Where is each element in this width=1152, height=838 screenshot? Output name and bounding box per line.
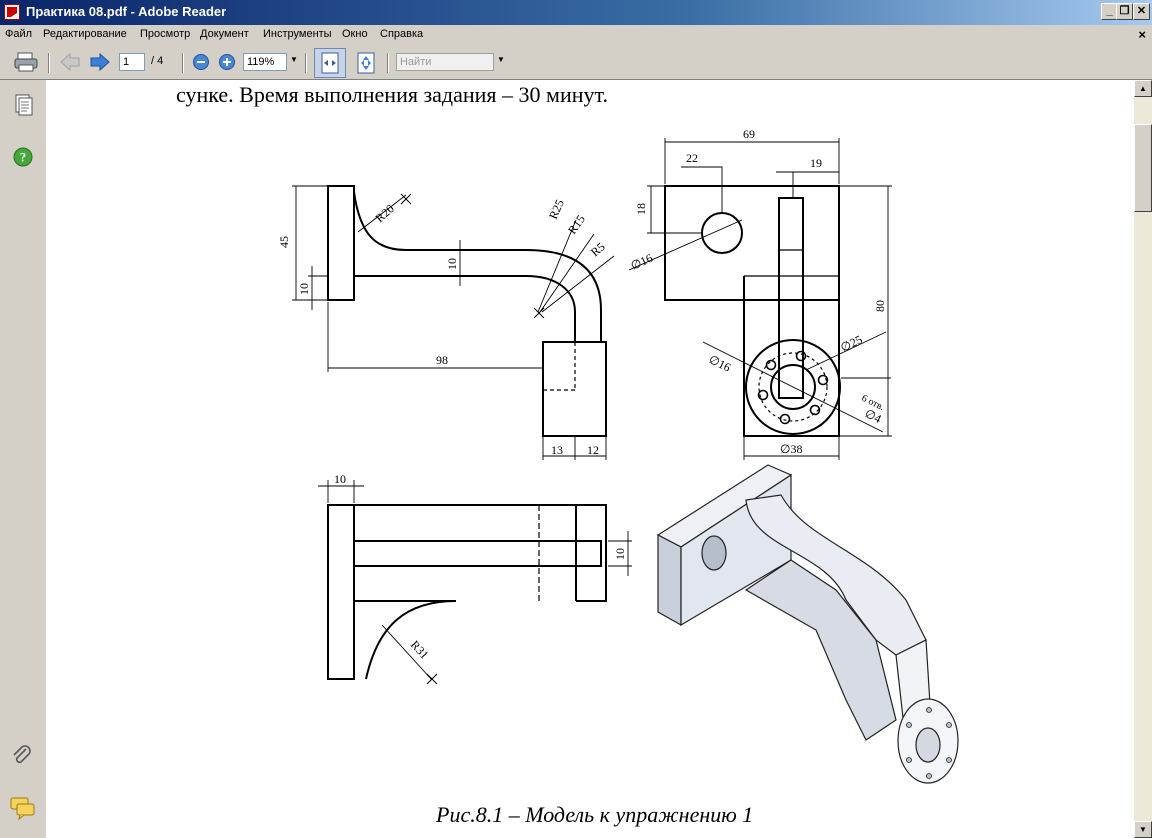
dim-label: ∅25 xyxy=(838,332,864,354)
document-text-line: сунке. Время выполнения задания – 30 мин… xyxy=(176,82,608,107)
dim-label: 13 xyxy=(551,443,563,457)
menu-help[interactable]: Справка xyxy=(380,28,424,40)
next-page-icon[interactable] xyxy=(90,53,110,71)
dim-label: 10 xyxy=(613,548,627,560)
isometric-model xyxy=(656,464,959,784)
zoom-dropdown-icon[interactable]: ▼ xyxy=(290,55,298,64)
toolbar-separator xyxy=(387,53,389,73)
toolbar-separator xyxy=(305,53,307,73)
dim-label: 10 xyxy=(334,472,346,486)
dim-label: 22 xyxy=(686,151,698,165)
menu-file[interactable]: Файл xyxy=(5,28,33,40)
comments-icon[interactable] xyxy=(10,796,36,820)
page-total-label: / 4 xyxy=(151,55,164,67)
page-number-input[interactable]: 1 xyxy=(119,53,145,71)
menu-edit[interactable]: Редактирование xyxy=(43,28,127,40)
toolbar-separator xyxy=(182,53,184,73)
scroll-thumb[interactable] xyxy=(1134,124,1152,212)
front-view xyxy=(327,185,607,437)
dim-label: R31 xyxy=(408,638,432,662)
attachments-icon[interactable] xyxy=(10,744,34,768)
technical-drawing: 69 22 19 18 ∅16 80 ∅16 ∅25 6 отв. ∅4 ∅38… xyxy=(277,127,959,784)
title-bar: Практика 08.pdf - Adobe Reader _ ❐ ✕ xyxy=(0,0,1152,25)
menu-view[interactable]: Просмотр xyxy=(140,28,191,40)
dim-label: R5 xyxy=(588,240,608,260)
zoom-in-icon[interactable] xyxy=(218,53,236,71)
document-close-icon[interactable]: × xyxy=(1138,27,1146,42)
dim-label: 80 xyxy=(873,300,887,312)
menu-bar: Файл Редактирование Просмотр Документ Ин… xyxy=(0,25,1152,45)
document-page[interactable]: сунке. Время выполнения задания – 30 мин… xyxy=(46,80,1134,838)
navigation-panel: ? xyxy=(0,80,46,838)
dim-label: R15 xyxy=(565,212,588,236)
vertical-scrollbar[interactable]: ▲ ▼ xyxy=(1134,80,1152,838)
dim-label: 12 xyxy=(587,443,599,457)
dim-label: R25 xyxy=(546,197,567,221)
close-button[interactable]: ✕ xyxy=(1133,3,1150,20)
top-view xyxy=(327,504,607,680)
zoom-out-icon[interactable] xyxy=(192,53,210,71)
fit-page-icon[interactable] xyxy=(354,51,378,75)
dim-label: 10 xyxy=(445,258,459,270)
dim-label: 45 xyxy=(277,236,291,248)
adobe-reader-icon[interactable] xyxy=(4,4,20,20)
search-dropdown-icon[interactable]: ▼ xyxy=(497,55,505,64)
toolbar: 1 / 4 119% ▼ Найти ▼ xyxy=(0,45,1152,80)
menu-window[interactable]: Окно xyxy=(342,28,368,40)
toolbar-separator xyxy=(48,53,50,73)
dim-label: ∅38 xyxy=(780,442,802,456)
dim-label: ∅4 xyxy=(863,406,884,426)
dim-label: 18 xyxy=(634,203,648,215)
dim-label: 19 xyxy=(810,156,822,170)
dim-label: 98 xyxy=(436,353,448,367)
side-view xyxy=(664,185,841,437)
figure-caption: Рис.8.1 – Модель к упражнению 1 xyxy=(436,802,754,827)
dim-label: ∅16 xyxy=(629,251,655,273)
dim-label: 69 xyxy=(743,127,755,141)
scroll-down-icon[interactable]: ▼ xyxy=(1134,821,1152,838)
fit-width-icon[interactable] xyxy=(314,48,346,78)
print-icon[interactable] xyxy=(14,51,40,73)
zoom-level-input[interactable]: 119% xyxy=(243,53,287,71)
previous-page-icon[interactable] xyxy=(60,53,80,71)
window-title: Практика 08.pdf - Adobe Reader xyxy=(26,4,227,19)
restore-button[interactable]: ❐ xyxy=(1116,3,1133,20)
dim-label: 10 xyxy=(297,283,311,295)
menu-tools[interactable]: Инструменты xyxy=(263,28,332,40)
search-input[interactable]: Найти xyxy=(396,53,494,71)
scroll-up-icon[interactable]: ▲ xyxy=(1134,80,1152,97)
help-icon[interactable]: ? xyxy=(12,146,34,168)
pages-icon[interactable] xyxy=(12,94,34,118)
menu-document[interactable]: Документ xyxy=(200,28,249,40)
svg-text:?: ? xyxy=(20,150,27,165)
